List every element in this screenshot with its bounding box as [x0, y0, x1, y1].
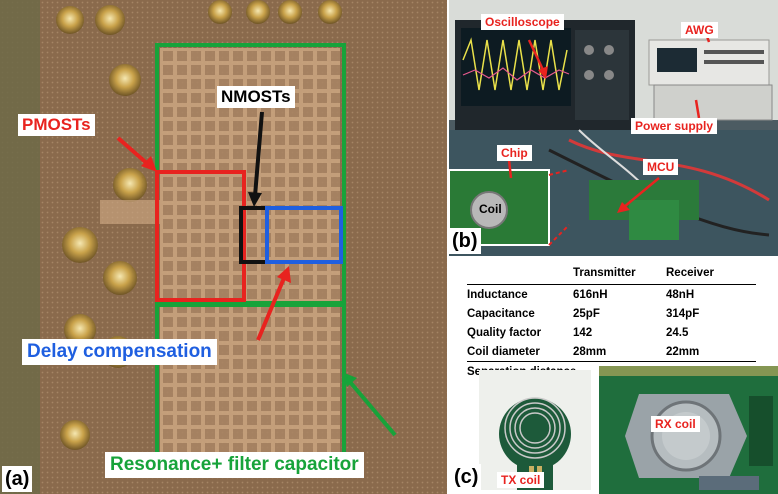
table-header-receiver: Receiver — [666, 267, 714, 279]
table-cell: 48nH — [666, 288, 695, 301]
resonance-capacitor-label: Resonance+ filter capacitor — [105, 452, 364, 478]
tx-coil-label: TX coil — [497, 472, 545, 488]
panel-b-setup-photo: Oscilloscope AWG Power supply Chip MCU C… — [449, 0, 778, 256]
coil-spec-table: Transmitter Receiver Inductance 616nH 48… — [467, 262, 756, 381]
table-row: Coil diameter 28mm 22mm — [467, 342, 756, 362]
oscilloscope-label: Oscilloscope — [481, 14, 564, 30]
table-cell: 28mm — [573, 345, 607, 358]
table-cell: Quality factor — [467, 326, 542, 339]
table-cell: Coil diameter — [467, 345, 540, 358]
power-supply-label: Power supply — [631, 118, 718, 134]
chip-micrograph-image — [0, 0, 447, 494]
delay-box — [265, 206, 343, 264]
delay-compensation-label: Delay compensation — [22, 339, 217, 365]
resonance-arrow — [342, 372, 397, 437]
coil-photo — [470, 191, 508, 229]
chip-label: Chip — [497, 145, 532, 161]
table-cell: Capacitance — [467, 307, 535, 320]
mcu-label: MCU — [643, 159, 679, 175]
table-cell: 25pF — [573, 307, 600, 320]
power-supply-device — [653, 84, 773, 121]
setup-photo-image — [449, 0, 778, 256]
table-cell: 142 — [573, 326, 593, 339]
table-cell: 22mm — [666, 345, 700, 358]
nmos-arrow — [248, 111, 264, 207]
table-row: Quality factor 142 24.5 — [467, 323, 756, 342]
panel-a-chip-micrograph: PMOSTs NMOSTs Delay compensation Resonan… — [0, 0, 447, 494]
panel-a-letter: (a) — [2, 466, 33, 492]
awg-device — [648, 39, 770, 86]
pmosts-label: PMOSTs — [18, 114, 95, 136]
table-header-parameter — [467, 262, 573, 285]
nmosts-label: NMOSTs — [217, 86, 295, 108]
pmos-arrow — [116, 136, 157, 172]
table-cell: 314pF — [666, 307, 700, 320]
table-cell: 24.5 — [666, 326, 689, 339]
table-header-transmitter: Transmitter — [573, 267, 636, 279]
awg-label: AWG — [681, 22, 718, 38]
panel-b-letter: (b) — [449, 228, 481, 254]
pmos-box — [155, 170, 246, 302]
table-cell: 616nH — [573, 288, 608, 301]
table-row: Inductance 616nH 48nH — [467, 285, 756, 305]
table-row: Capacitance 25pF 314pF — [467, 304, 756, 323]
table-cell: Inductance — [467, 288, 528, 301]
tx-coil-photo — [479, 370, 591, 490]
rx-coil-photo — [599, 366, 778, 494]
rx-coil-label: RX coil — [651, 416, 700, 432]
coil-label: Coil — [479, 202, 502, 216]
panel-c-coil-specs: Transmitter Receiver Inductance 616nH 48… — [449, 256, 778, 494]
delay-arrow — [256, 266, 291, 341]
panel-c-letter: (c) — [451, 464, 482, 490]
